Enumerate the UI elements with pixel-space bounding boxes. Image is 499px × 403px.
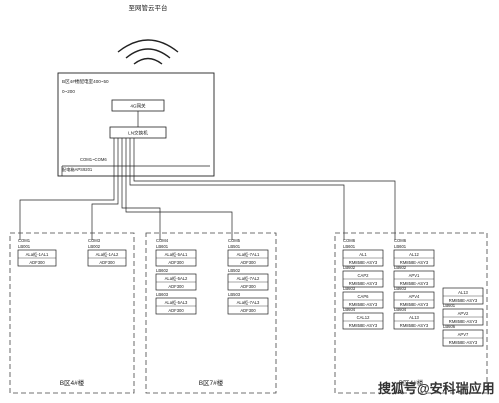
group-box	[9, 232, 135, 394]
device-type: APV7	[458, 332, 469, 337]
device-tag: LB502	[228, 268, 241, 273]
device-model: RM858E-ASY3	[400, 323, 429, 328]
device-model: ADF300	[29, 260, 45, 265]
device-type: APV4	[409, 294, 420, 299]
com-port-label: COM6	[343, 238, 356, 243]
group-label: B区4#楼	[399, 378, 424, 387]
group-label: B区7#楼	[199, 378, 224, 387]
device-type: AL12	[409, 252, 419, 257]
device-model: ADF300	[240, 260, 256, 265]
device-tag: LB603	[343, 286, 356, 291]
com-port-label: COM5	[228, 238, 241, 243]
device-tag: LB602	[156, 268, 169, 273]
device-type: ALa柜-7AL2	[237, 275, 260, 282]
device-type: CAL12	[357, 315, 370, 320]
device-tag: LB602	[394, 265, 407, 270]
device-model: RM858E-ASY3	[400, 302, 429, 307]
device-tag: LB002	[88, 244, 101, 249]
device-type: ALa柜-1AL1	[26, 251, 49, 258]
switch-module-label: LN交换机	[128, 130, 148, 137]
device-tag: LB001	[18, 244, 31, 249]
device-model: RM858E-ASY3	[400, 281, 429, 286]
device-model: ADF300	[99, 260, 115, 265]
main-panel-title: B区4#楼配电室400~50	[62, 78, 109, 85]
device-model: RM858E-ASY3	[449, 319, 478, 324]
bus-lines	[19, 111, 396, 240]
device-type: ALa柜-7AL3	[237, 299, 260, 306]
device-type: ALa柜-5AL3	[165, 299, 188, 306]
device-type: ALa柜-1AL2	[96, 251, 119, 258]
device-tag: LB601	[343, 244, 356, 249]
device-type: AL13	[458, 290, 468, 295]
watermark-text: 搜狐号@安科瑞应用	[378, 381, 495, 396]
com-port-label: COM1	[18, 238, 31, 243]
device-model: RM858E-ASY3	[400, 260, 429, 265]
com-port-label: COM4	[156, 238, 169, 243]
device-type: ALa柜-7AL1	[237, 251, 260, 258]
cloud-platform-label: 至网管云平台	[129, 3, 168, 12]
wifi-signal-icon	[117, 39, 179, 65]
device-type: CAP6	[358, 294, 370, 299]
com-port-label: COM3	[88, 238, 101, 243]
device-type: APV1	[409, 273, 420, 278]
device-type: APV2	[458, 311, 469, 316]
device-tag: LB501	[228, 244, 241, 249]
device-type: AL13	[409, 315, 419, 320]
device-tag: LB604	[343, 307, 356, 312]
group-label: B区4#楼	[60, 378, 85, 387]
main-panel-bottom-label: 配电箱APS9201	[62, 166, 93, 173]
device-tag: LB601	[156, 244, 169, 249]
device-model: RM858E-ASY3	[449, 298, 478, 303]
device-tag: LB603	[156, 292, 169, 297]
device-model: ADF300	[240, 284, 256, 289]
device-type: ALa柜-5AL1	[165, 251, 188, 258]
device-model: ADF300	[240, 308, 256, 313]
group-box	[334, 232, 488, 394]
device-tag: LB604	[394, 307, 407, 312]
device-type: AL1	[359, 252, 367, 257]
com-port-label: COM1~COM6	[80, 157, 107, 162]
device-model: RM858E-ASY3	[349, 323, 378, 328]
device-model: RM858E-ASY3	[349, 260, 378, 265]
device-model: RM858E-ASY3	[449, 340, 478, 345]
device-model: ADF300	[168, 284, 184, 289]
gateway-module-label: 4G网关	[130, 103, 146, 110]
device-type: CAP2	[358, 273, 370, 278]
main-panel-subtitle: 0~200	[62, 89, 75, 94]
device-tag: LB601	[443, 303, 456, 308]
device-model: RM858E-ASY3	[349, 281, 378, 286]
device-model: ADF300	[168, 308, 184, 313]
device-tag: LB601	[394, 244, 407, 249]
group-box	[145, 232, 277, 394]
device-tag: LB503	[228, 292, 241, 297]
main-distribution-panel: B区4#楼配电室400~50 0~200 4G网关 LN交换机 COM1~COM…	[57, 72, 215, 177]
com-port-label: COM6	[394, 238, 407, 243]
device-model: RM858E-ASY3	[349, 302, 378, 307]
device-tag: LB603	[394, 286, 407, 291]
device-model: ADF300	[168, 260, 184, 265]
device-type: ALa柜-5AL2	[165, 275, 188, 282]
device-tag: LB606	[443, 324, 456, 329]
device-tag: LB602	[343, 265, 356, 270]
